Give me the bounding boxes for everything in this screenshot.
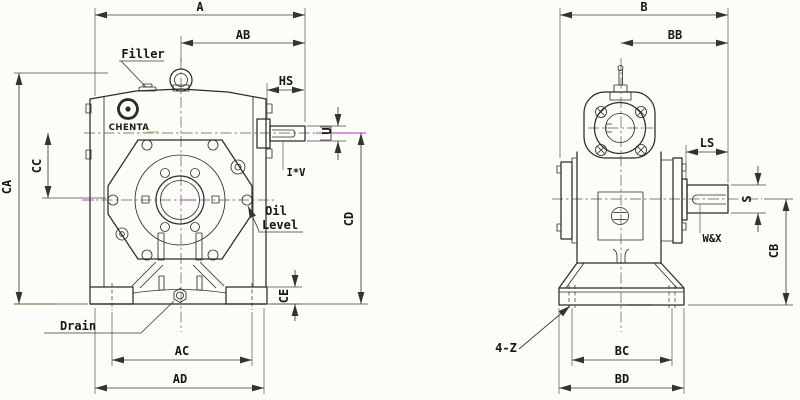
dim-bb: BB (621, 28, 728, 47)
dim-ab: AB (180, 28, 305, 62)
dim-label-u: U (320, 127, 334, 134)
dim-bd: BD (558, 308, 685, 394)
breather-plug (613, 65, 628, 93)
flange-bolt (635, 144, 647, 156)
oil-level-label-line1: Oil (265, 204, 287, 218)
key-section (320, 126, 332, 141)
mounting-holes-label: 4-Z (495, 341, 517, 355)
brand-logo-mark (117, 98, 139, 120)
drain-label: Drain (60, 319, 96, 333)
sight-glass (611, 207, 629, 225)
dim-label-bb: BB (668, 28, 682, 42)
side-view: B BB LS S W&X (495, 0, 793, 394)
callout-oil-level: Oil Level (247, 204, 303, 233)
dim-label-ca: CA (0, 179, 14, 194)
dim-a: A (94, 0, 306, 122)
dim-label-ce: CE (277, 289, 291, 303)
dim-ad: AD (94, 308, 265, 394)
dim-ac: AC (111, 312, 253, 366)
dim-label-bd: BD (615, 372, 629, 386)
callout-mounting-holes: 4-Z (495, 305, 571, 355)
side-callouts: 4-Z (495, 305, 571, 355)
dim-iv: I*V (282, 142, 307, 179)
dim-b: B (559, 0, 729, 183)
dim-ls: LS (685, 136, 728, 180)
dim-label-s: S (740, 195, 754, 202)
dim-label-bc: BC (615, 344, 629, 358)
front-output-flange (107, 139, 253, 261)
dim-label-ac: AC (175, 344, 189, 358)
dim-label-cc: CC (30, 159, 44, 173)
dim-label-cb: CB (767, 244, 781, 258)
side-output-shaft (681, 178, 729, 221)
front-centerlines (14, 58, 366, 332)
filler-label: Filler (121, 47, 164, 61)
front-dimensions: A AB HS U I*V (0, 0, 368, 394)
side-body (556, 65, 729, 308)
dim-label-a: A (196, 0, 204, 14)
front-input-shaft (256, 118, 332, 149)
dim-label-b: B (640, 0, 647, 14)
brand-logo: CHENTA (109, 98, 149, 133)
side-centerlines (552, 58, 762, 332)
input-flange (583, 91, 656, 159)
front-body: CHENTA (85, 68, 273, 310)
flange-bolt (635, 106, 647, 118)
dim-label-ad: AD (173, 372, 187, 386)
lower-plug (115, 227, 129, 241)
dim-ce: CE (268, 270, 302, 321)
callout-filler: Filler (119, 47, 165, 88)
dim-label-iv: I*V (287, 167, 307, 179)
dim-cc: CC (30, 133, 106, 199)
side-dimensions: B BB LS S W&X (558, 0, 793, 394)
dim-label-wx: W&X (703, 233, 723, 245)
dim-label-hs: HS (279, 74, 293, 88)
filler-plug (138, 83, 157, 92)
eyebolt (169, 68, 193, 92)
dim-s: S (731, 166, 766, 232)
drain-plug (173, 288, 187, 303)
dim-u: U (307, 107, 346, 160)
oil-level-plug (230, 159, 246, 175)
front-callouts: Filler Oil Level Drain (44, 47, 303, 334)
callout-drain: Drain (44, 300, 175, 334)
dim-hs: HS (266, 74, 304, 120)
brand-text: CHENTA (109, 123, 149, 133)
oil-level-label-line2: Level (262, 218, 298, 232)
dim-cb: CB (688, 198, 793, 306)
flange-bolt (595, 106, 607, 118)
dim-label-cd: CD (342, 212, 356, 226)
dim-ca: CA (0, 72, 108, 305)
dim-label-ab: AB (236, 28, 250, 42)
dim-label-ls: LS (700, 136, 714, 150)
dim-bc: BC (571, 308, 673, 366)
front-view: CHENTA (0, 0, 368, 394)
flange-bolt (595, 144, 607, 156)
dim-wx: W&X (699, 205, 723, 245)
